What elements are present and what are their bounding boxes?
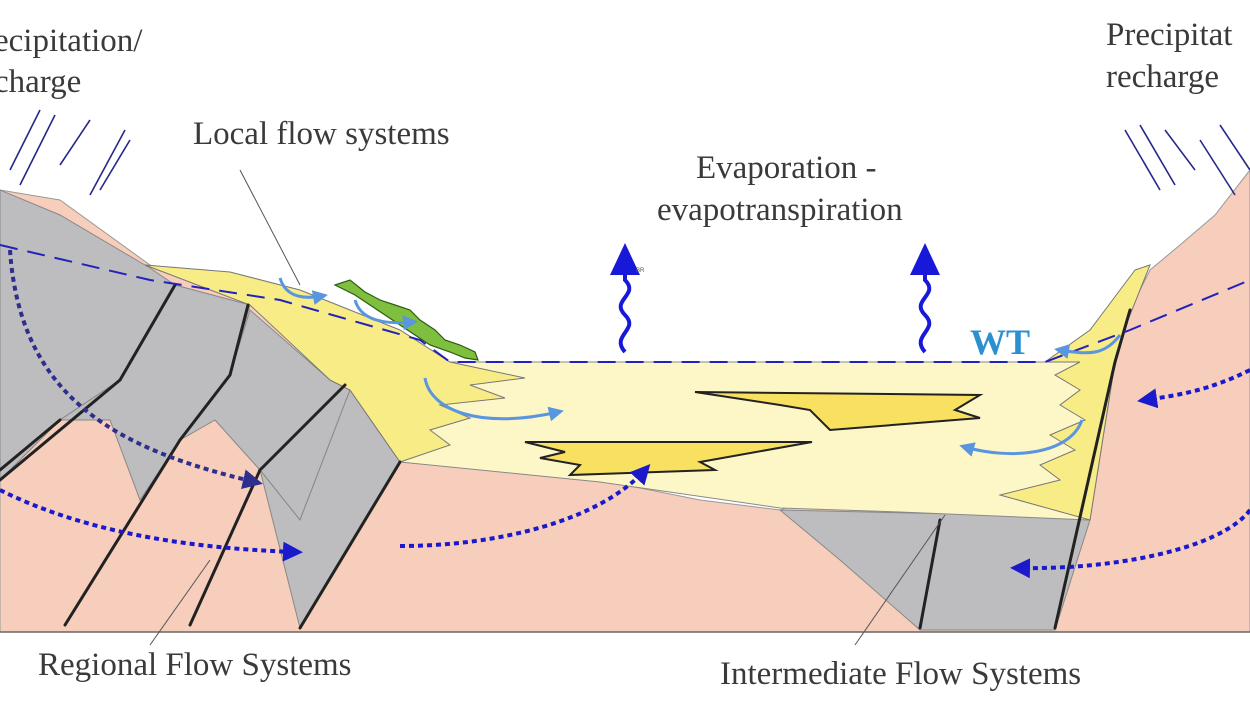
evaporation-label-line1: Evaporation - [696,150,877,186]
intermediate-flow-systems-label: Intermediate Flow Systems [720,656,1082,692]
regional-flow-arrow-1 [8,249,263,489]
precipitation-lines-left [9,109,131,196]
precipitation-label-left-line1: ecipitation/ [0,23,143,59]
precipitation-label-right-line1: Precipitat [1106,17,1233,53]
local-flow-arrow-5 [1054,334,1122,359]
evaporation-arrow-right [910,243,940,354]
fault-lines [0,283,1132,630]
sediment-lens-lower [524,441,813,477]
regional-flow-arrow-5 [1010,508,1250,579]
precipitation-label-right-line2: recharge [1106,59,1219,95]
left-alluvial-wedge [144,264,526,463]
local-flow-arrow-4 [959,419,1084,457]
regional-flow-systems-label: Regional Flow Systems [38,647,352,683]
local-flow-arrow-3 [423,377,564,422]
regional-flow-arrow-4 [1137,368,1250,409]
label-leader-lines [149,169,946,646]
water-table-line [0,244,1250,363]
tiny-mark: BR [636,268,645,274]
evaporation-label-line2: evapotranspiration [657,192,903,228]
sediment-lens-upper [694,391,984,432]
regional-flow-arrow-3 [399,464,651,548]
local-flow-arrow-2 [353,299,418,331]
precipitation-label-left-line2: charge [0,64,82,100]
precipitation-lines-right [1124,124,1250,196]
local-flow-arrow-1 [278,277,328,305]
evaporation-arrow-left [610,243,640,354]
local-flow-systems-label: Local flow systems [193,116,450,152]
water-table-label: WT [970,322,1031,362]
